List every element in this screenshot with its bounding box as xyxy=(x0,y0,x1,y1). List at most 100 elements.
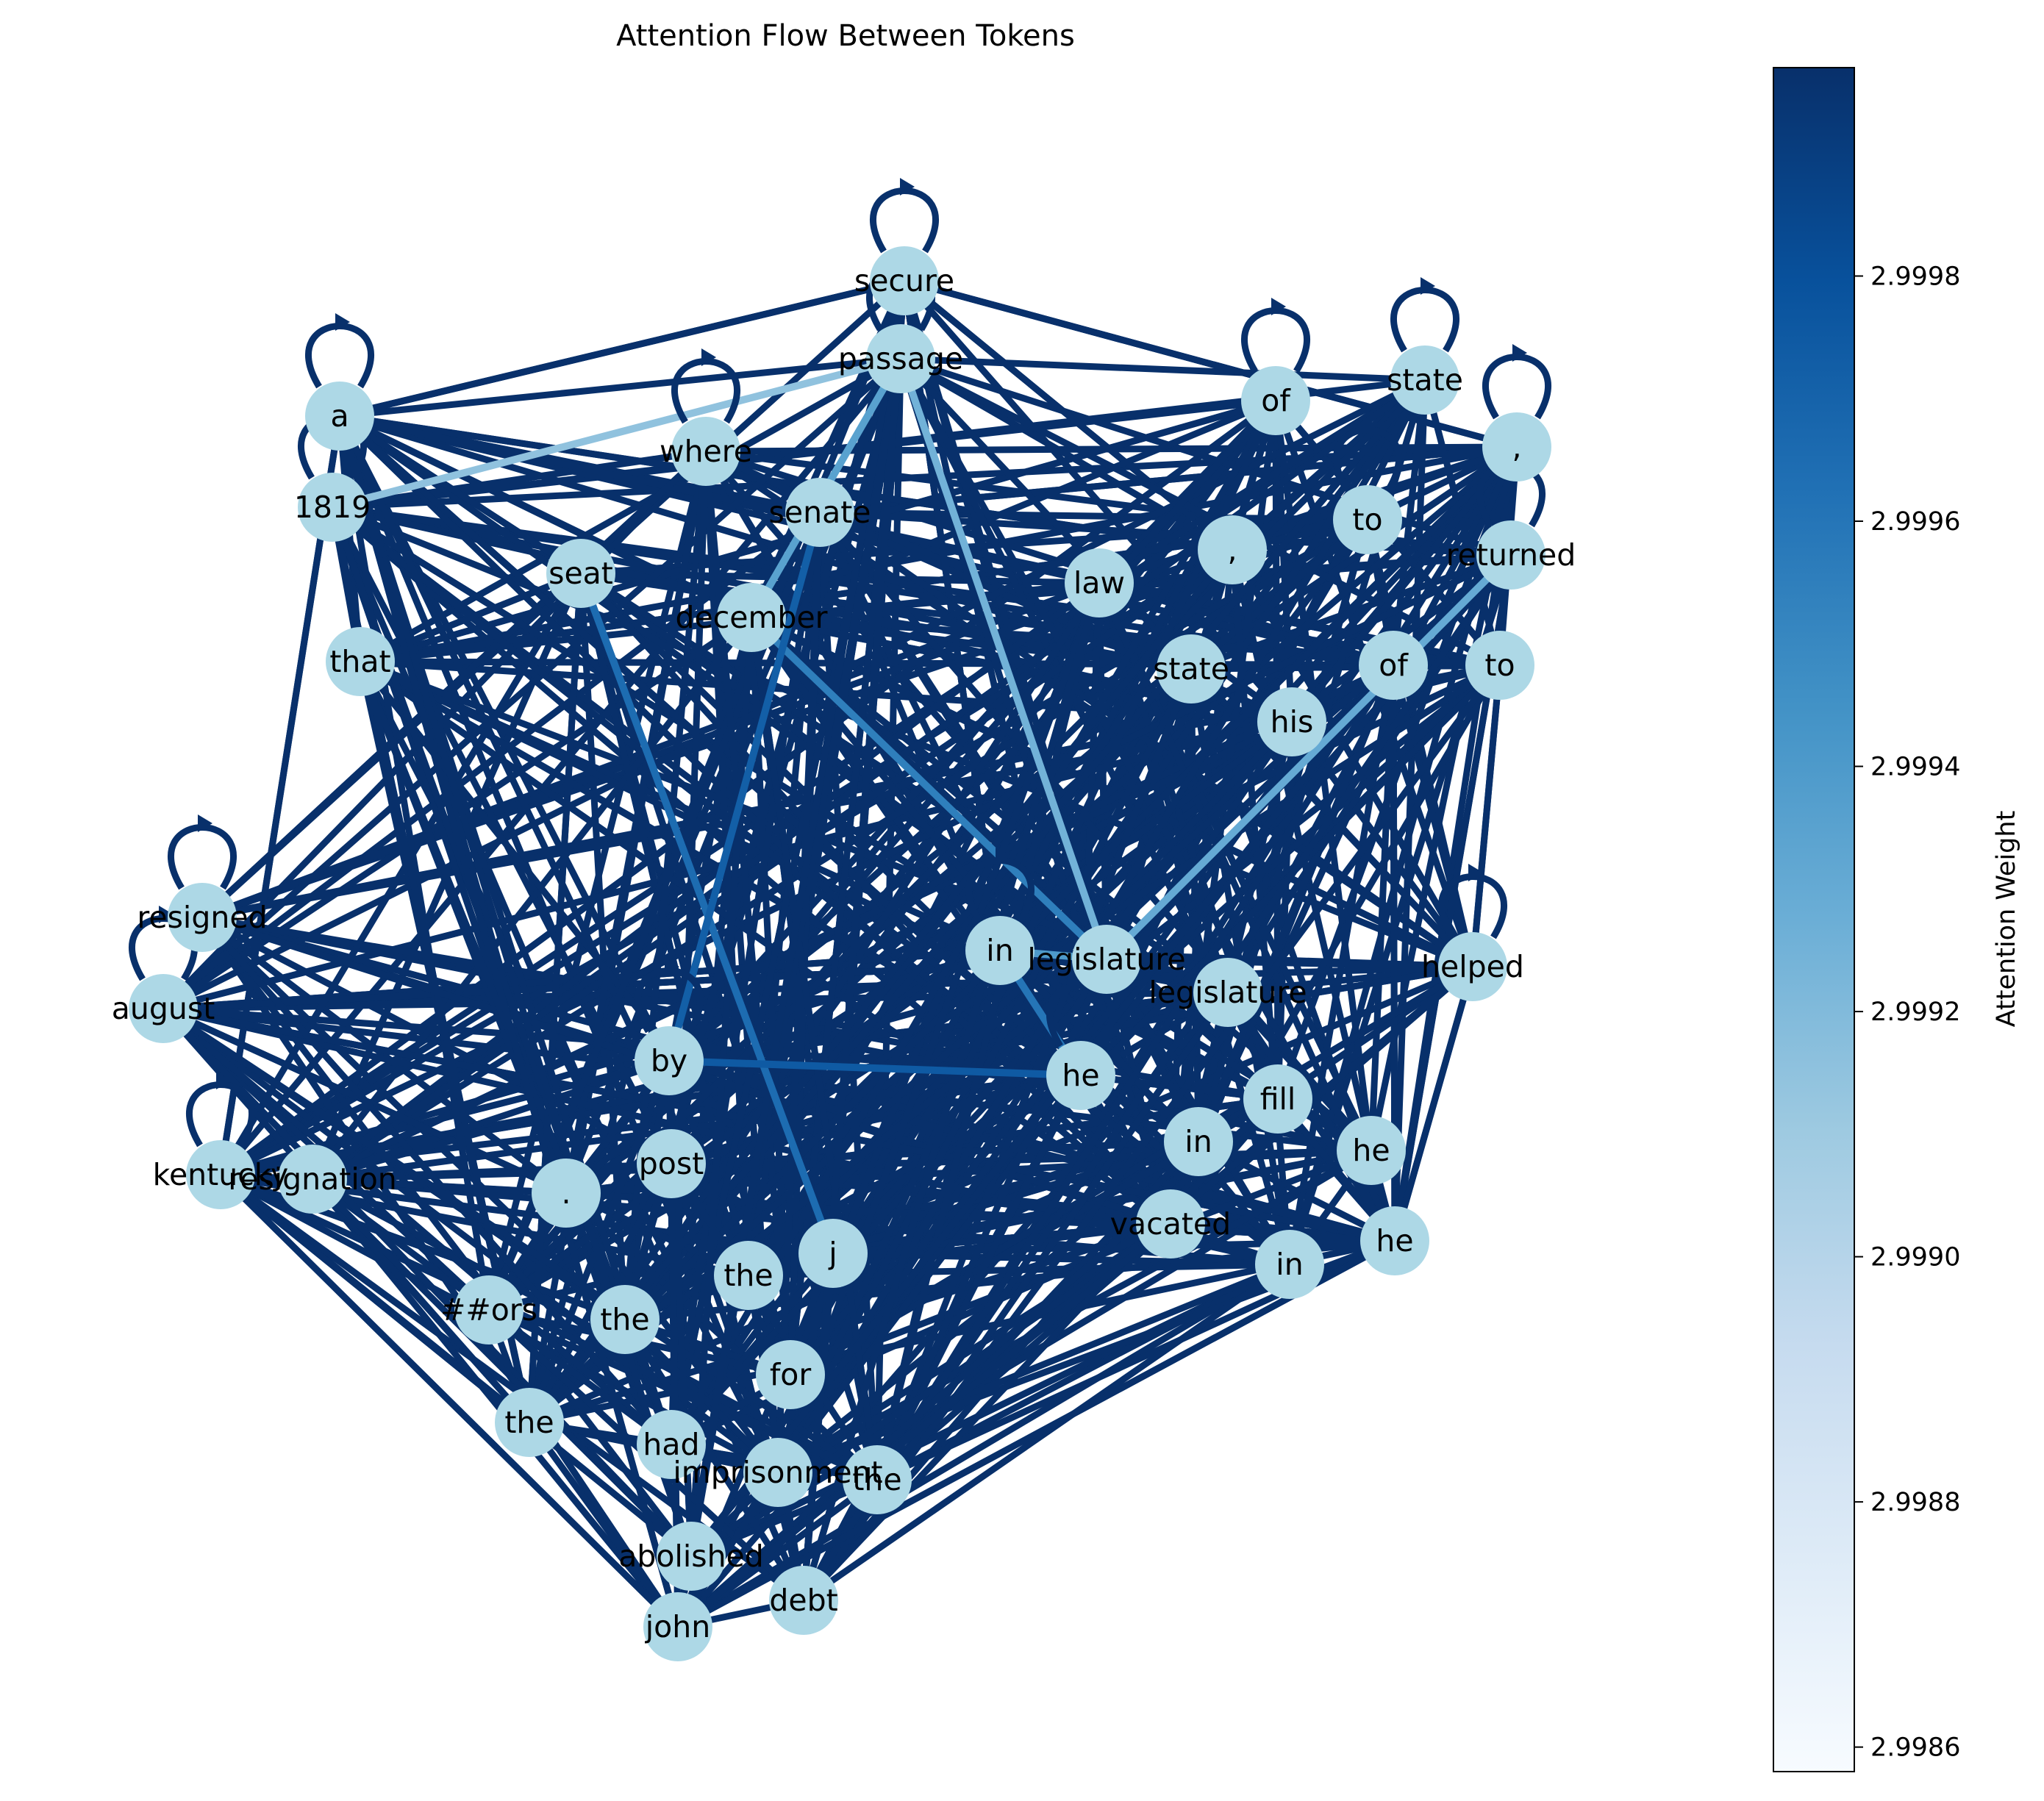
token-node xyxy=(1438,932,1507,1001)
token-node xyxy=(278,1145,347,1214)
token-label: had xyxy=(643,1427,699,1462)
colorbar-tick-label: 2.9986 xyxy=(1870,1733,1960,1763)
self-loop xyxy=(1390,287,1459,353)
attention-edge xyxy=(217,1171,682,1630)
attention-edge xyxy=(873,1261,1293,1483)
attention-edge xyxy=(217,412,343,1178)
token-node xyxy=(1193,958,1262,1027)
attention-edge xyxy=(309,1175,682,1630)
token-node xyxy=(495,1388,564,1457)
self-loops-layer xyxy=(129,178,1551,1147)
attention-edge xyxy=(160,355,904,1012)
token-label: kentucky xyxy=(153,1157,289,1192)
attention-edge xyxy=(336,355,904,420)
attention-edge xyxy=(897,355,1429,384)
token-label: to xyxy=(1484,648,1515,683)
nodes-layer xyxy=(129,246,1551,1661)
attention-edge xyxy=(687,662,1397,1560)
attention-edge xyxy=(526,551,1515,1426)
attention-edge xyxy=(309,1057,673,1183)
token-label: secure xyxy=(854,263,954,298)
token-node xyxy=(798,1219,868,1288)
self-loop-arrowhead xyxy=(1363,417,1378,434)
colorbar-gradient xyxy=(1773,67,1855,1772)
token-label: helped xyxy=(1421,949,1524,984)
token-label: he xyxy=(1352,1133,1390,1168)
self-loop xyxy=(1482,354,1551,420)
attention-edge xyxy=(873,579,1103,1483)
attention-edge xyxy=(336,412,682,1630)
attention-edge xyxy=(336,277,908,420)
token-label: j xyxy=(828,1236,837,1271)
attention-edge xyxy=(687,614,755,1560)
token-label: ##ors xyxy=(440,1292,537,1328)
attention-edge xyxy=(526,570,585,1426)
token-node xyxy=(1065,548,1134,617)
token-node xyxy=(756,1340,825,1409)
attention-edge xyxy=(774,579,1103,1476)
token-node xyxy=(298,473,367,542)
token-label: resigned xyxy=(137,900,267,935)
attention-edge xyxy=(873,551,1515,1483)
self-loop-arrowhead xyxy=(665,958,679,975)
attention-edge xyxy=(748,614,1084,1079)
attention-edge xyxy=(160,1005,881,1483)
attention-edge xyxy=(1421,376,1504,669)
token-node xyxy=(965,916,1034,985)
token-label: vacated xyxy=(1110,1206,1231,1242)
token-node xyxy=(532,1159,601,1228)
attention-edge xyxy=(748,614,881,1483)
colorbar-label: Attention Weight xyxy=(1992,811,2021,1028)
token-node xyxy=(1164,1107,1233,1176)
self-loop xyxy=(305,323,374,389)
token-node xyxy=(326,627,395,696)
attention-edge-weak xyxy=(748,614,1110,963)
attention-edge xyxy=(526,546,1236,1426)
token-label: , xyxy=(1227,532,1237,567)
colorbar-tick-label: 2.9994 xyxy=(1870,753,1960,782)
attention-edge-weak xyxy=(329,355,904,511)
self-loop-arrowhead xyxy=(1271,298,1286,315)
token-label: passage xyxy=(838,341,963,376)
token-node xyxy=(168,883,237,952)
attention-edge xyxy=(199,448,710,921)
token-label: of xyxy=(1261,383,1291,418)
colorbar-tick-label: 2.9992 xyxy=(1870,998,1960,1027)
attention-edge xyxy=(800,579,1103,1604)
attention-edge xyxy=(485,1306,675,1448)
token-label: 1819 xyxy=(294,490,371,525)
token-label: state xyxy=(1387,362,1463,398)
attention-edge-weak xyxy=(665,1057,1084,1079)
attention-edge xyxy=(1469,662,1504,970)
attention-edge xyxy=(668,509,823,1448)
attention-edge xyxy=(336,412,695,1560)
attention-edge xyxy=(309,579,1103,1183)
token-label: in xyxy=(986,933,1013,968)
attention-edge xyxy=(748,397,1279,621)
colorbar-tick-label: 2.9988 xyxy=(1870,1488,1960,1517)
token-label: he xyxy=(1376,1223,1413,1258)
colorbar: 2.99862.99882.99902.99922.99942.99962.99… xyxy=(1773,67,2021,1772)
token-node xyxy=(129,974,198,1043)
token-label: legislature xyxy=(1027,942,1185,977)
self-loop-arrowhead xyxy=(1468,864,1483,881)
attention-edge xyxy=(621,448,710,1323)
self-loop-arrowhead xyxy=(198,814,212,832)
token-node xyxy=(1333,485,1402,554)
token-node xyxy=(743,1438,812,1507)
attention-edge xyxy=(1391,963,1476,1245)
token-node xyxy=(454,1275,523,1345)
token-node xyxy=(1359,631,1428,700)
token-label: , xyxy=(1512,429,1521,465)
attention-edge xyxy=(1390,376,1429,669)
colorbar-tick-label: 2.9996 xyxy=(1870,507,1960,537)
attention-edge xyxy=(668,1160,881,1483)
attention-edge xyxy=(526,1160,675,1426)
token-node xyxy=(1360,1206,1429,1275)
token-node xyxy=(186,1140,255,1209)
attention-edge xyxy=(199,914,675,1448)
token-node xyxy=(305,382,374,451)
attention-edge xyxy=(199,914,570,1197)
